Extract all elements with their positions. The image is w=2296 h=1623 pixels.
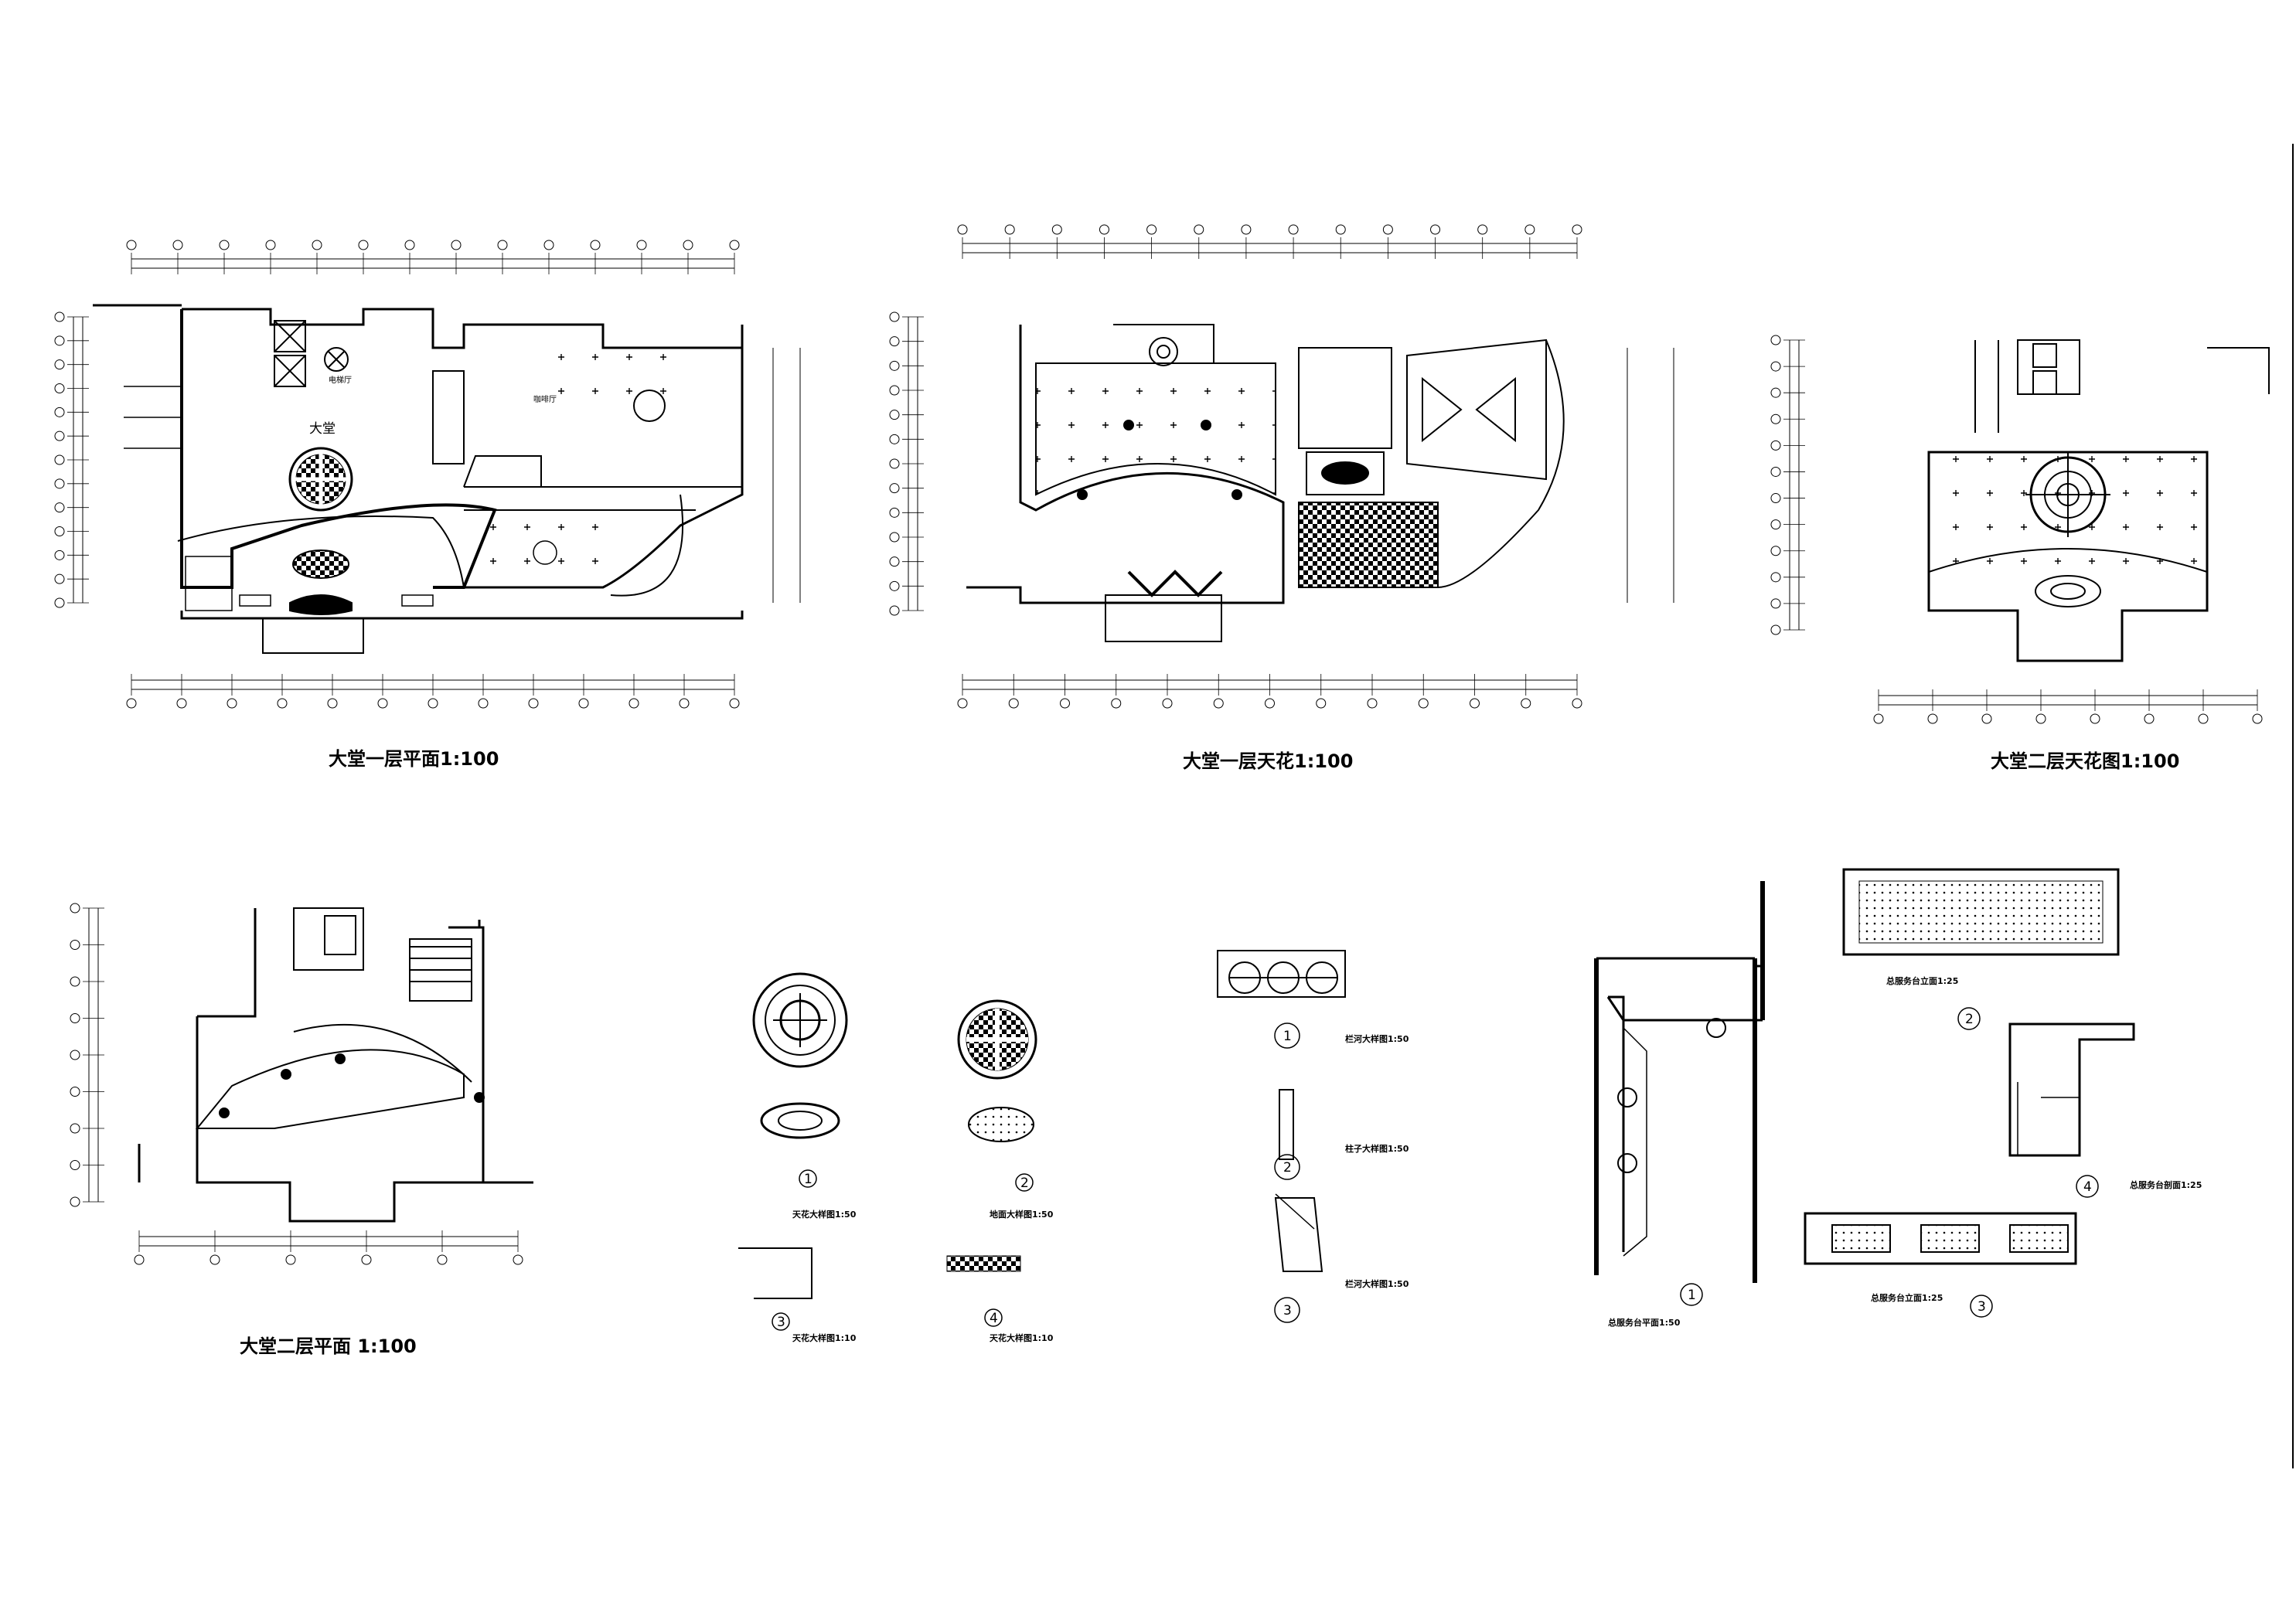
detail-bubbles-c [1680,1007,2099,1318]
dimension-lines [54,224,2263,1265]
plan-1f [93,304,744,654]
detail-2-caption: 地面大样图1:50 [990,1209,1054,1220]
desk-4-caption: 总服务台剖面1:25 [2130,1179,2202,1190]
railing-1-caption: 栏河大样图1:50 [1345,1033,1409,1044]
plan-1f-title: 大堂一层平面1:100 [329,748,499,770]
cafe-seating [239,340,688,607]
railing-3-number: 3 [1283,1303,1292,1318]
ceiling-1f [966,324,1565,642]
plan-1f-lift-label: 电梯厅 [329,375,352,385]
detail-desk-group [1594,868,2135,1283]
railing-2-number: 2 [1283,1160,1292,1176]
railing-1-number: 1 [1283,1029,1292,1044]
plan-2f [138,907,533,1223]
desk-3-number: 3 [1977,1299,1986,1315]
desk-1-number: 1 [1688,1288,1696,1303]
ceiling-2f [1927,339,2270,662]
detail-railing-group [1217,950,1346,1272]
ceiling-2f-title: 大堂二层天花图1:100 [1991,750,2179,772]
lobby-center-feature [288,447,353,615]
detail-bubbles-b [1274,1022,1300,1323]
railing-2-caption: 柱子大样图1:50 [1345,1143,1409,1154]
detail-1-number: 1 [804,1172,812,1187]
detail-bubbles-a [772,1169,1034,1331]
detail-2-number: 2 [1020,1176,1029,1191]
plan-1f-lobby-label: 大堂 [309,421,336,437]
detail-1-caption: 天花大样图1:50 [792,1209,857,1220]
ceiling-1f-right [1298,339,1565,588]
desk-2-caption: 总服务台立面1:25 [1886,975,1958,986]
desk-1-caption: 总服务台平面1:50 [1608,1317,1681,1328]
detail-3-number: 3 [777,1315,785,1330]
desk-4-number: 4 [2083,1179,2092,1195]
railing-3-caption: 栏河大样图1:50 [1345,1278,1409,1289]
detail-4-caption: 天花大样图1:10 [990,1332,1054,1343]
desk-3-caption: 总服务台立面1:25 [1871,1292,1943,1303]
plan-2f-title: 大堂二层平面 1:100 [240,1335,417,1357]
plan-1f-bar-label: 咖啡厅 [533,395,557,404]
ceiling-1f-title: 大堂一层天花1:100 [1183,750,1353,772]
detail-4-number: 4 [990,1311,998,1326]
desk-2-number: 2 [1965,1012,1974,1027]
detail-ceiling-group [738,972,1037,1299]
detail-3-caption: 天花大样图1:10 [792,1332,857,1343]
lift-lobby [274,320,349,387]
